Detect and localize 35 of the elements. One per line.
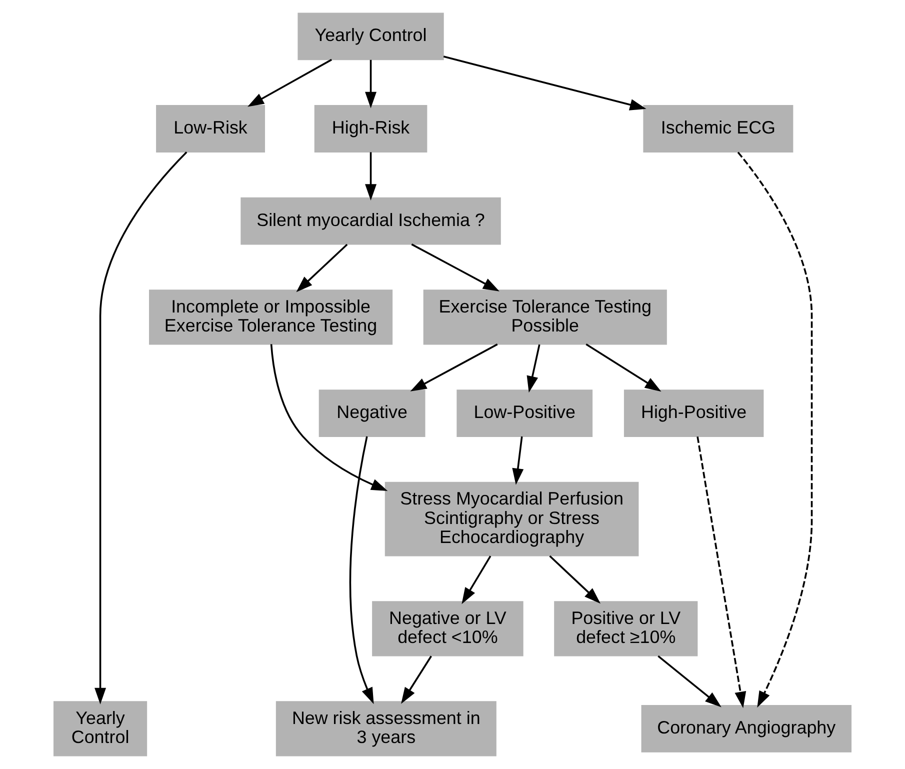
arrow bbox=[270, 344, 388, 491]
arrow bbox=[526, 344, 540, 393]
node-box: Yearly Control bbox=[54, 701, 148, 756]
arrow bbox=[401, 656, 432, 704]
node-box: High-Risk bbox=[314, 105, 428, 152]
node-box: Negative or LV defect <10% bbox=[372, 601, 524, 656]
arrow bbox=[549, 555, 600, 604]
arrow bbox=[443, 56, 646, 110]
arrow bbox=[658, 655, 722, 708]
node-box: High-Positive bbox=[624, 390, 764, 438]
arrow bbox=[696, 436, 746, 708]
node-box: Incomplete or Impossible Exercise Tolerance Testing bbox=[149, 290, 393, 345]
node-box: Coronary Angiography bbox=[641, 705, 852, 752]
node-box: New risk assessment in 3 years bbox=[276, 701, 496, 756]
arrow bbox=[737, 152, 813, 708]
arrow bbox=[296, 244, 348, 292]
arrow bbox=[586, 344, 662, 392]
arrow bbox=[462, 556, 492, 604]
arrow bbox=[411, 243, 500, 292]
node-box: Ischemic ECG bbox=[643, 105, 794, 152]
node-box: Negative bbox=[318, 390, 426, 438]
arrow bbox=[248, 58, 332, 107]
node-box: Low-Positive bbox=[456, 390, 593, 438]
node-box: Stress Myocardial Perfusion Scintigraphy or Stress Echocardiography bbox=[384, 482, 639, 556]
node-box: Low-Risk bbox=[156, 105, 265, 152]
arrow bbox=[94, 152, 188, 704]
node-box: Exercise Tolerance Testing Possible bbox=[423, 290, 667, 345]
arrow bbox=[410, 344, 498, 392]
node-box: Yearly Control bbox=[298, 12, 444, 60]
arrow bbox=[365, 60, 377, 108]
arrow bbox=[349, 436, 374, 704]
node-box: Positive or LV defect ≥10% bbox=[554, 601, 698, 656]
node-box: Silent myocardial Ischemia ? bbox=[240, 197, 501, 245]
arrow bbox=[365, 152, 377, 201]
arrow bbox=[512, 436, 524, 485]
